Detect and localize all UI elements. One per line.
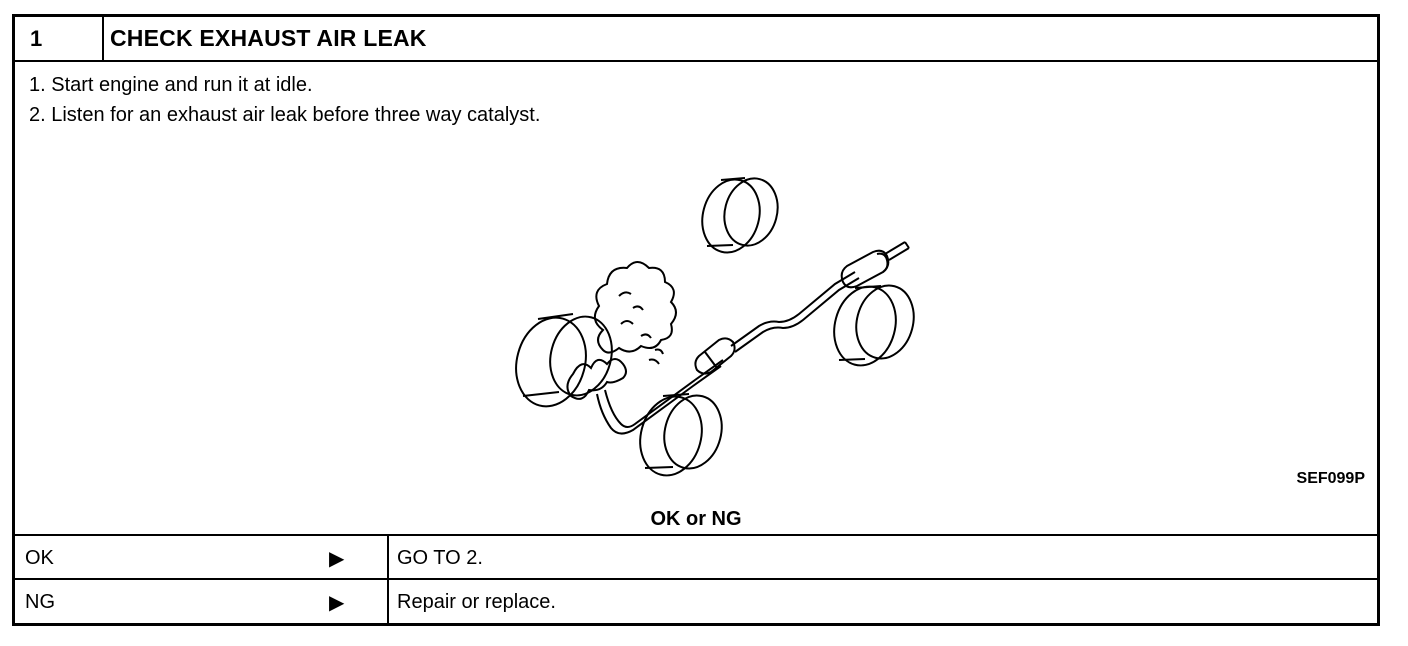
muffler-icon (840, 249, 890, 289)
result-label: OK (25, 547, 54, 569)
arrow-right-icon: ▶ (329, 592, 345, 614)
three-way-catalyst-icon (694, 337, 736, 375)
wheel-rear-left-icon (701, 177, 779, 254)
diagnostic-step-table: 1 CHECK EXHAUST AIR LEAK 1. Start engine… (12, 14, 1380, 626)
column-divider (387, 536, 389, 578)
step-title: CHECK EXHAUST AIR LEAK (110, 25, 427, 51)
step-number: 1 (15, 17, 104, 60)
instruction-item: 2. Listen for an exhaust air leak before… (29, 104, 541, 126)
exhaust-pipe-icon (596, 365, 722, 435)
result-label: NG (25, 591, 55, 613)
result-row-ok: OK ▶ GO TO 2. (15, 536, 1377, 580)
tail-pipe-icon (884, 241, 910, 261)
exhaust-manifold-icon (566, 358, 627, 400)
arrow-right-icon: ▶ (329, 548, 345, 570)
figure-code: SEF099P (1296, 470, 1365, 487)
instruction-item: 1. Start engine and run it at idle. (29, 74, 313, 96)
column-divider (387, 580, 389, 623)
result-row-ng: NG ▶ Repair or replace. (15, 580, 1377, 623)
instruction-list: 1. Start engine and run it at idle. 2. L… (29, 70, 540, 130)
ok-ng-question: OK or NG (650, 508, 742, 530)
step-header: 1 CHECK EXHAUST AIR LEAK (15, 17, 1377, 62)
wheel-rear-right-icon (833, 284, 915, 367)
exhaust-leak-cloud-icon (593, 261, 677, 354)
step-body: 1. Start engine and run it at idle. 2. L… (15, 62, 1377, 536)
wheel-front-right-icon (639, 393, 723, 477)
result-action: Repair or replace. (397, 591, 556, 613)
result-action: GO TO 2. (397, 547, 483, 569)
exhaust-system-illustration (515, 177, 915, 477)
